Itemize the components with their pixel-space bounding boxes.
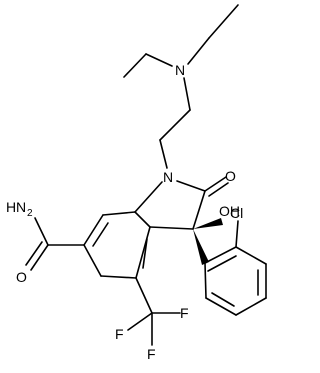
bond — [83, 244, 102, 277]
bond — [211, 292, 235, 307]
bond — [25, 241, 43, 266]
atom-label-fluorine-top: F — [180, 305, 189, 321]
bond — [192, 190, 206, 230]
atom-label-ring-nitrogen: N — [163, 169, 173, 185]
atom-label-fluorine-bottom: F — [147, 346, 156, 362]
atom-label-amide-nh2: H N 2 — [6, 199, 33, 219]
atom-label-amide-subscript: 2 — [27, 208, 33, 219]
stereo-wedges — [193, 218, 223, 265]
trifluoromethyl-group — [127, 277, 181, 346]
bond — [205, 297, 237, 316]
bond — [34, 217, 49, 246]
atom-label-hydroxyl: OH — [219, 203, 240, 219]
bond — [135, 277, 153, 314]
bond — [204, 176, 227, 192]
bond — [187, 37, 210, 65]
atom-label-amide-n: N — [16, 199, 26, 215]
bond — [30, 244, 49, 271]
bond — [100, 275, 137, 279]
bond — [208, 4, 239, 39]
atom-label-amide-oxygen: O — [16, 269, 27, 285]
bond — [176, 180, 206, 192]
bond — [142, 238, 148, 269]
benzo-ring — [83, 211, 151, 279]
chlorophenyl-ring — [204, 220, 267, 316]
atom-label-chlorine: Cl — [230, 205, 243, 221]
lactam-ring — [134, 176, 229, 230]
wedge-bond — [193, 218, 223, 229]
wedge-bond — [193, 229, 209, 265]
bond — [102, 211, 136, 216]
bond — [134, 181, 163, 213]
bond — [204, 246, 237, 264]
bond — [207, 255, 237, 272]
bond — [204, 262, 207, 299]
bond — [127, 312, 153, 331]
bond — [159, 139, 168, 169]
diethylamino-group — [123, 4, 239, 111]
atom-label-amine-nitrogen: N — [175, 62, 185, 78]
atom-label-amide-h: H — [6, 199, 16, 215]
ethylene-linker — [159, 109, 191, 169]
bond — [135, 226, 151, 279]
bond — [159, 109, 191, 141]
bond — [92, 222, 109, 247]
amide-group — [25, 217, 85, 271]
bond — [235, 246, 267, 265]
bond — [183, 77, 191, 111]
bond — [83, 214, 104, 246]
chemical-structure: N N O OH H N 2 O Cl F F F — [6, 4, 267, 362]
bond — [134, 211, 151, 228]
bond — [235, 220, 239, 248]
bond — [149, 226, 194, 230]
bond — [145, 53, 173, 67]
bond — [123, 53, 147, 78]
bond — [235, 297, 267, 316]
atom-label-fluorine-left: F — [115, 326, 124, 342]
bond — [208, 182, 229, 197]
atom-label-ketone-oxygen: O — [225, 168, 236, 184]
